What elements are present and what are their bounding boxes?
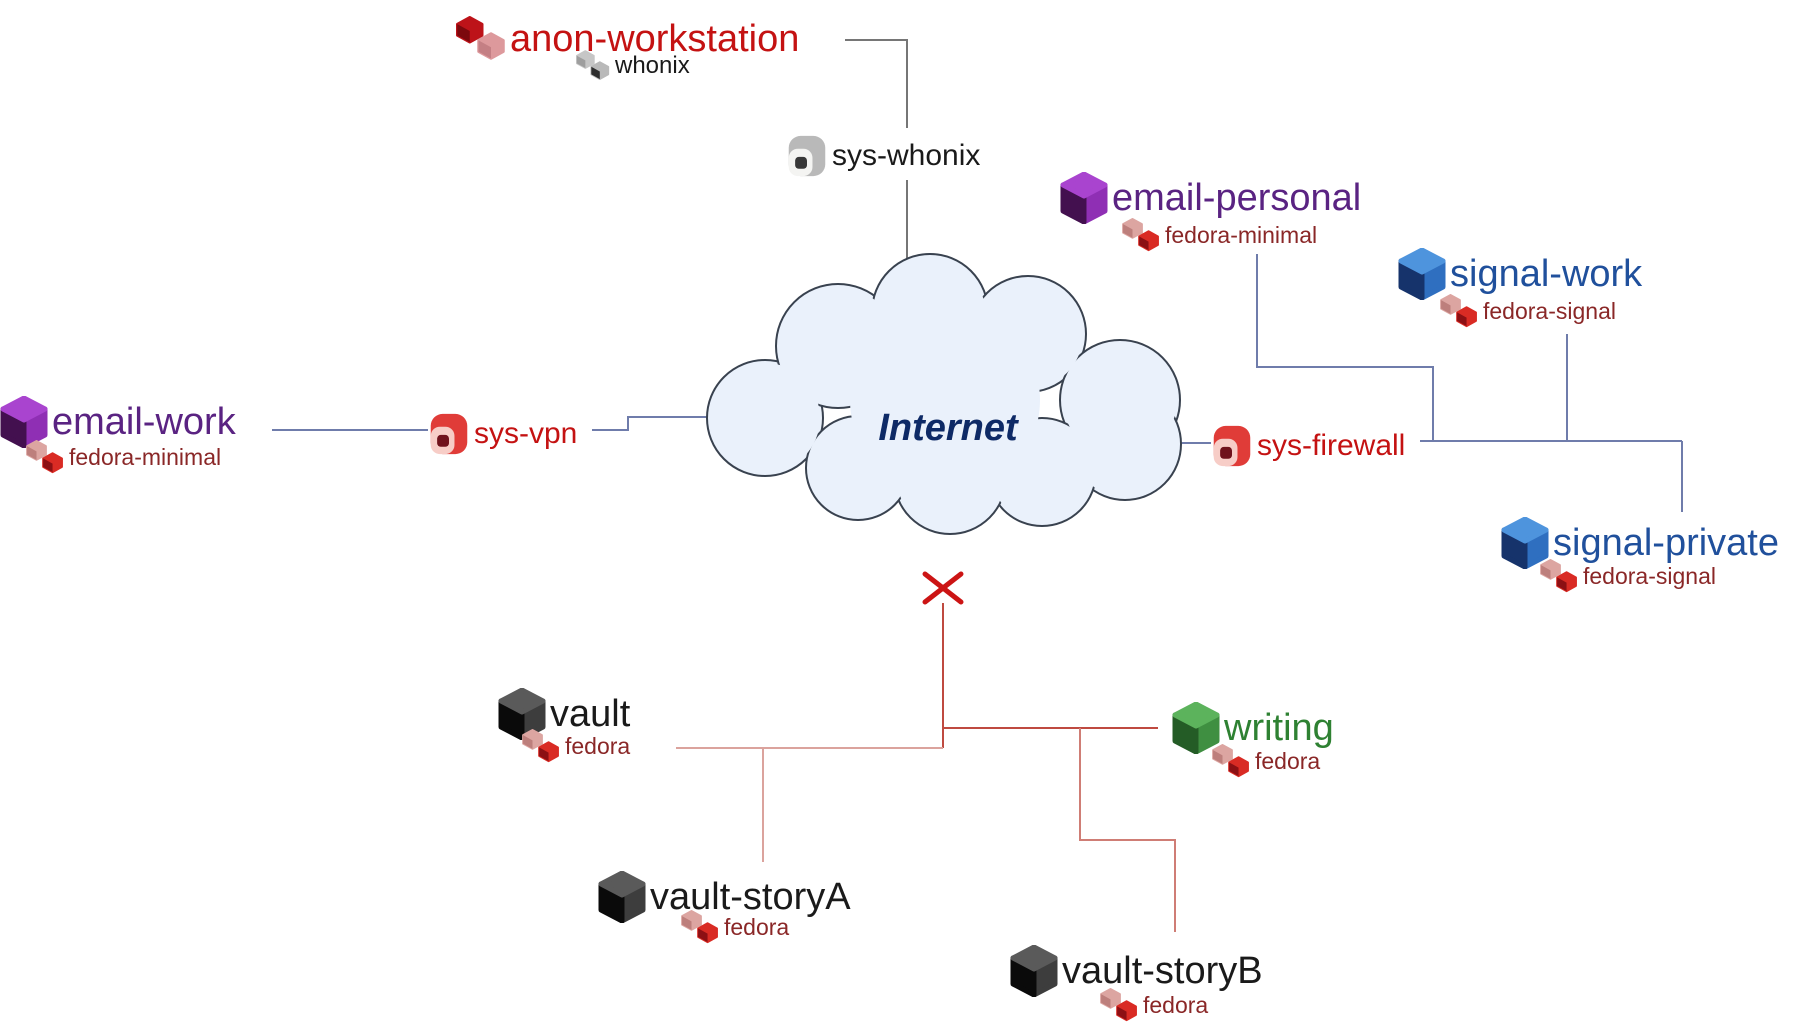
sys-whonix-qube-icon <box>786 134 828 178</box>
node-label: sys-vpn <box>474 417 578 450</box>
link-anon-sys-whonix <box>845 39 908 128</box>
template-of-anon-workstation: whonix <box>576 50 690 81</box>
sys-firewall-qube-icon <box>1211 424 1253 468</box>
vault-storyA-qube-icon <box>598 871 646 923</box>
internet-cloud: Internet <box>706 253 1182 535</box>
node-label: sys-whonix <box>832 139 981 172</box>
fedora-template-icon <box>26 440 64 474</box>
fedora-template-icon <box>522 729 560 763</box>
fedora-template-icon <box>681 910 719 944</box>
anon-workstation-qube-icon <box>456 16 506 61</box>
template-label: fedora-signal <box>1583 562 1716 589</box>
internet-label: Internet <box>878 407 1019 449</box>
template-of-signal-private: fedora-signal <box>1540 559 1716 593</box>
sys-vpn-qube-icon <box>428 411 470 457</box>
node-anon-workstation: anon-workstation <box>456 16 799 61</box>
fedora-template-icon <box>1440 294 1478 328</box>
template-of-email-work: fedora-minimal <box>26 440 221 474</box>
fedora-template-icon <box>1540 559 1578 593</box>
template-of-signal-work: fedora-signal <box>1440 294 1616 328</box>
signal-work-qube-icon <box>1398 248 1446 300</box>
node-sys-vpn: sys-vpn <box>428 411 577 457</box>
template-label: fedora-signal <box>1483 297 1616 324</box>
template-label: whonix <box>615 51 690 79</box>
template-label: fedora <box>565 732 631 759</box>
email-personal-qube-icon <box>1060 172 1108 224</box>
template-of-vault-storyB: fedora <box>1100 988 1208 1022</box>
node-vault-storyB: vault-storyB <box>1010 945 1263 997</box>
node-signal-work: signal-work <box>1398 248 1642 300</box>
vault-storyB-qube-icon <box>1010 945 1058 997</box>
node-label: email-personal <box>1112 177 1362 219</box>
template-label: fedora <box>1255 747 1321 774</box>
template-label: fedora-minimal <box>1165 221 1318 248</box>
node-label: writing <box>1224 707 1334 749</box>
template-of-vault-storyA: fedora <box>681 910 789 944</box>
link-writing-storyB <box>1079 728 1176 932</box>
template-of-vault: fedora <box>522 729 630 763</box>
node-label: signal-work <box>1450 253 1643 295</box>
node-sys-whonix: sys-whonix <box>786 134 980 178</box>
template-of-email-personal: fedora-minimal <box>1122 218 1317 252</box>
node-label: sys-firewall <box>1257 429 1406 462</box>
template-label: fedora <box>724 913 790 940</box>
fedora-template-icon <box>1122 218 1160 252</box>
node-label: anon-workstation <box>510 17 800 60</box>
node-label: signal-private <box>1553 522 1779 564</box>
node-signal-private: signal-private <box>1501 517 1779 569</box>
template-label: fedora-minimal <box>69 443 222 470</box>
link-bus-email-personal <box>1256 254 1434 441</box>
node-sys-firewall: sys-firewall <box>1211 424 1405 468</box>
whonix-template-icon <box>576 50 610 81</box>
node-email-personal: email-personal <box>1060 172 1361 224</box>
fedora-template-icon <box>1212 744 1250 778</box>
link-sys-vpn-internet <box>592 416 710 431</box>
node-label: email-work <box>52 401 236 443</box>
template-of-writing: fedora <box>1212 744 1320 778</box>
node-label: vault <box>550 693 631 735</box>
node-label: vault-storyA <box>650 876 851 918</box>
fedora-template-icon <box>1100 988 1138 1022</box>
node-vault: vault <box>498 688 630 740</box>
node-vault-storyA: vault-storyA <box>598 871 851 923</box>
node-writing: writing <box>1172 702 1334 754</box>
node-label: vault-storyB <box>1062 950 1263 992</box>
node-email-work: email-work <box>0 396 236 448</box>
blocked-x-icon <box>922 571 964 605</box>
template-label: fedora <box>1143 991 1209 1018</box>
